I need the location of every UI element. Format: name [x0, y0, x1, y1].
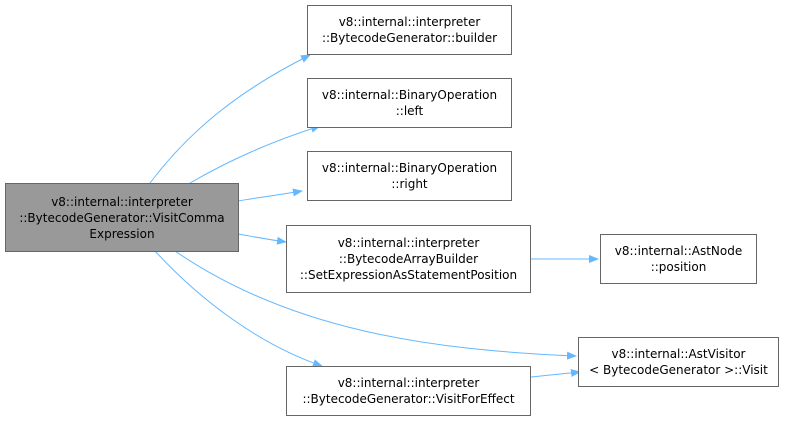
edge-root-to-visit	[174, 250, 577, 360]
node-visit-comma-expression[interactable]: v8::internal::interpreter ::BytecodeGene…	[5, 183, 239, 252]
node-line: ::left	[395, 104, 424, 118]
node-line: ::BytecodeGenerator::builder	[321, 31, 498, 45]
node-line: v8::internal::BinaryOperation	[321, 88, 498, 102]
node-line: v8::internal::interpreter	[337, 376, 480, 390]
node-binary-operation-right[interactable]: v8::internal::BinaryOperation ::right	[307, 151, 512, 201]
edge-root-to-visit-effect	[154, 250, 323, 367]
node-binary-operation-left[interactable]: v8::internal::BinaryOperation ::left	[307, 78, 512, 128]
node-line: ::BytecodeGenerator::VisitForEffect	[302, 392, 515, 406]
node-bytecode-generator-builder[interactable]: v8::internal::interpreter ::BytecodeGene…	[307, 5, 512, 55]
node-set-expression-as-statement-position[interactable]: v8::internal::interpreter ::BytecodeArra…	[286, 225, 531, 293]
node-line: v8::internal::AstNode	[614, 244, 743, 258]
edge-root-to-left	[189, 124, 321, 184]
node-line: ::position	[650, 260, 707, 274]
node-line: v8::internal::interpreter	[338, 15, 481, 29]
node-line: Expression	[89, 226, 155, 241]
edge-visit-effect-to-visit	[530, 369, 581, 378]
node-line: v8::internal::interpreter	[337, 236, 480, 250]
node-line: ::SetExpressionAsStatementPosition	[299, 268, 518, 282]
node-line: ::BytecodeGenerator::VisitComma	[19, 210, 225, 225]
node-visit-for-effect[interactable]: v8::internal::interpreter ::BytecodeGene…	[286, 366, 531, 416]
node-ast-node-position[interactable]: v8::internal::AstNode ::position	[600, 234, 757, 284]
node-line: < BytecodeGenerator >::Visit	[589, 363, 768, 377]
node-line: ::BytecodeArrayBuilder	[338, 252, 479, 266]
edge-root-to-right	[237, 188, 303, 202]
node-line: v8::internal::AstVisitor	[611, 347, 746, 361]
node-ast-visitor-visit[interactable]: v8::internal::AstVisitor < BytecodeGener…	[578, 337, 779, 387]
node-line: v8::internal::interpreter	[51, 194, 193, 209]
node-line: v8::internal::BinaryOperation	[321, 161, 498, 175]
node-line: ::right	[391, 177, 428, 191]
edge-root-to-set-expr	[237, 233, 287, 245]
edge-root-to-builder	[149, 54, 311, 184]
